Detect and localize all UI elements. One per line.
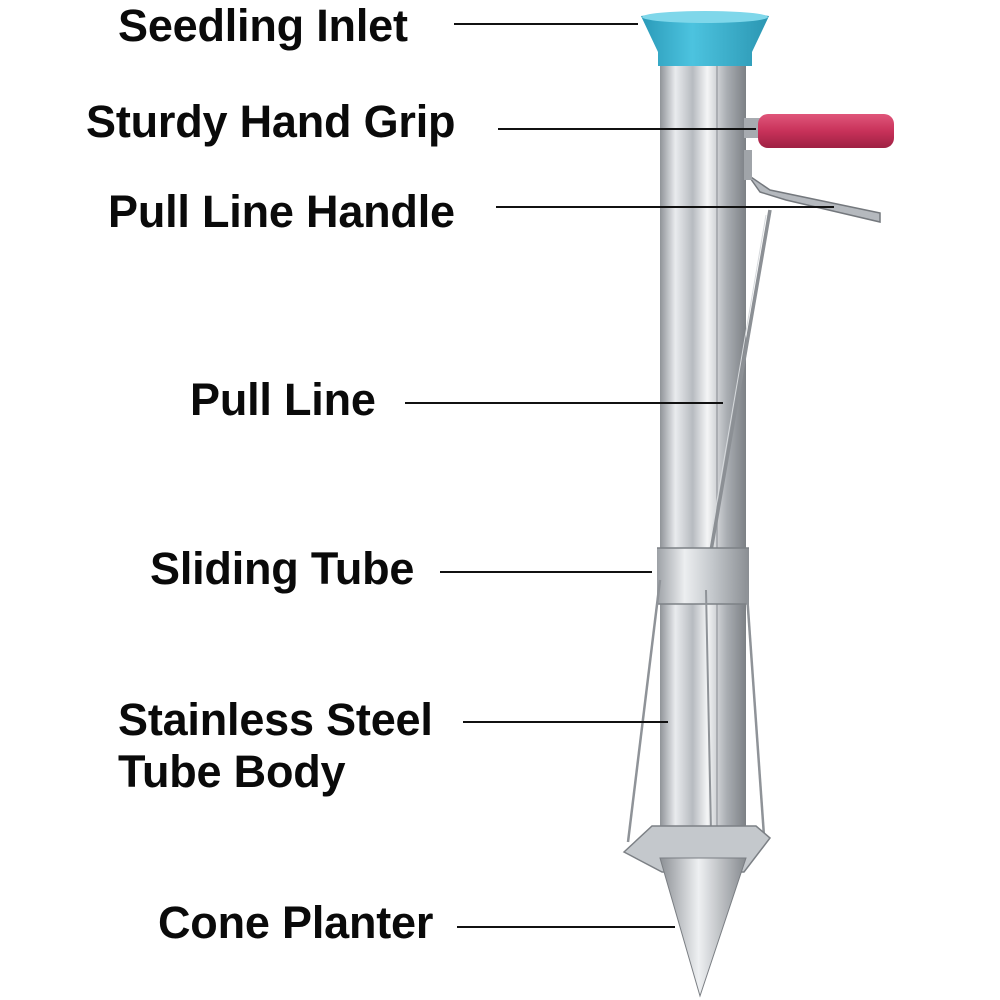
leader-cone-planter [457, 926, 675, 928]
leader-sliding-tube [440, 571, 652, 573]
leader-tube-body [463, 721, 668, 723]
label-pull-line-handle: Pull Line Handle [108, 186, 455, 237]
tube-body [660, 62, 746, 852]
label-pull-line: Pull Line [190, 374, 376, 425]
pull-line [706, 209, 772, 569]
leader-seedling-inlet [454, 23, 638, 25]
label-seedling-inlet: Seedling Inlet [118, 0, 408, 51]
label-hand-grip: Sturdy Hand Grip [86, 96, 456, 147]
label-sliding-tube: Sliding Tube [150, 543, 415, 594]
seedling-inlet-funnel [641, 12, 769, 66]
label-cone-planter: Cone Planter [158, 897, 434, 948]
cone-planter [659, 857, 747, 998]
hand-grip [758, 114, 894, 148]
sliding-tube-sleeve [657, 548, 749, 604]
leader-hand-grip [498, 128, 756, 130]
label-tube-body-line1: Stainless Steel [118, 694, 433, 745]
leader-pull-line [405, 402, 723, 404]
pull-line-handle [747, 174, 881, 223]
leader-pull-line-handle [496, 206, 834, 208]
label-tube-body-line2: Tube Body [118, 746, 346, 797]
